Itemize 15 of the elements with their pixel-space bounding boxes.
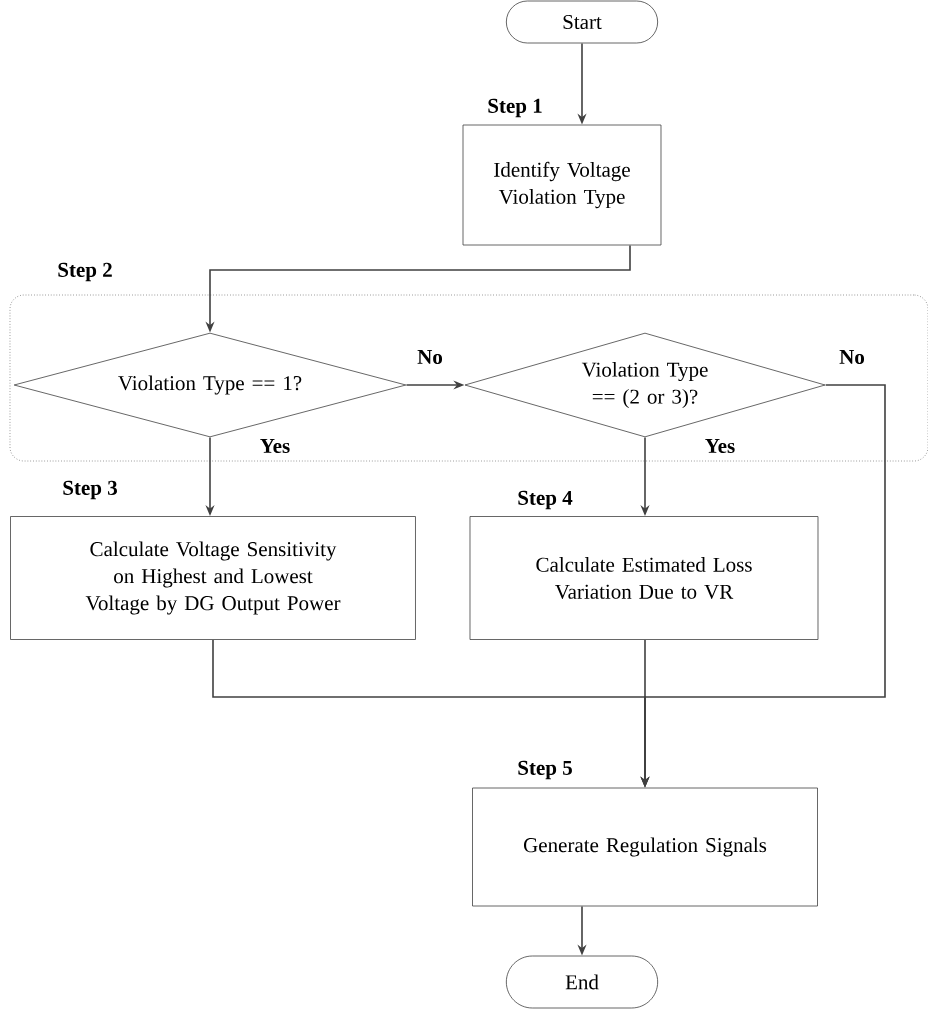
terminal-box: Start: [505, 0, 659, 44]
terminal-box: End: [505, 955, 659, 1009]
step-label: Step 1: [488, 98, 542, 118]
process-box: Calculate Estimated Loss Variation Due to VR: [469, 516, 819, 640]
edge-label: Yes: [258, 438, 292, 454]
process-box: Identify Voltage Violation Type: [462, 124, 662, 246]
edge-label: No: [838, 349, 866, 365]
edge-label: Yes: [703, 438, 737, 454]
step-label: Step 4: [518, 490, 573, 510]
node-label: Step 2: [58, 262, 112, 282]
process-box: Generate Regulation Signals: [472, 787, 818, 907]
edge-label: No: [416, 349, 444, 365]
step-label: Step 5: [518, 760, 572, 780]
process-box: Calculate Voltage Sensitivity on Highest and Lowest Voltage by DG Output Power: [10, 516, 416, 640]
step-label: Step 3: [63, 480, 117, 500]
